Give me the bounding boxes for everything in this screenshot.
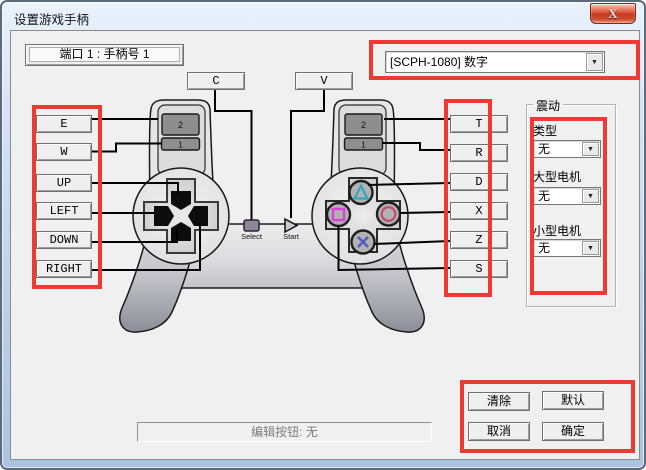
client-area: 端口 1 : 手柄号 1 [SCPH-1080] 数字 ▼ xyxy=(10,30,640,460)
svg-text:1: 1 xyxy=(361,141,366,150)
map-button-v[interactable]: V xyxy=(295,72,353,90)
map-button-down[interactable]: DOWN xyxy=(36,231,92,249)
pad-type-value: [SCPH-1080] 数字 xyxy=(390,55,489,69)
vibration-type-label: 类型 xyxy=(533,124,558,138)
map-button-d[interactable]: D xyxy=(450,173,508,191)
map-button-t[interactable]: T xyxy=(450,115,508,133)
svg-text:Start: Start xyxy=(283,232,300,241)
cross-button xyxy=(350,229,376,255)
dropdown-arrow-icon[interactable]: ▼ xyxy=(582,241,599,255)
large-motor-label: 大型电机 xyxy=(533,170,582,184)
status-box: 编辑按钮: 无 xyxy=(137,422,432,442)
map-button-w[interactable]: W xyxy=(36,143,92,161)
map-button-up[interactable]: UP xyxy=(36,174,92,192)
r2-button: 2 xyxy=(344,113,383,136)
map-button-x[interactable]: X xyxy=(450,202,508,220)
dpad xyxy=(143,178,219,254)
x-icon xyxy=(357,236,369,248)
small-motor-label: 小型电机 xyxy=(533,224,582,238)
port-label-text: 端口 1 : 手柄号 1 xyxy=(29,47,180,62)
title-bar[interactable]: 设置游戏手柄 X xyxy=(2,2,644,30)
start-button: Start xyxy=(283,217,300,241)
window-title: 设置游戏手柄 xyxy=(14,13,90,27)
dpad-up-button xyxy=(171,191,191,210)
vibration-group: 震动 xyxy=(526,97,616,307)
controller-illustration: 2 1 2 1 xyxy=(92,90,451,333)
large-motor-select[interactable]: 无 ▼ xyxy=(533,187,601,205)
l1-button: 1 xyxy=(160,137,201,151)
dropdown-arrow-icon[interactable]: ▼ xyxy=(582,189,599,203)
dpad-left-button xyxy=(154,206,174,226)
default-button[interactable]: 默认 xyxy=(542,391,604,410)
triangle-button xyxy=(348,179,374,206)
map-button-left[interactable]: LEFT xyxy=(36,202,92,220)
svg-text:2: 2 xyxy=(178,120,183,130)
select-button: Select xyxy=(241,219,263,241)
connector-lines xyxy=(92,90,451,272)
svg-text:Select: Select xyxy=(241,232,263,241)
map-button-right[interactable]: RIGHT xyxy=(36,260,92,278)
status-text: 编辑按钮: 无 xyxy=(251,425,318,439)
svg-text:2: 2 xyxy=(361,120,366,130)
map-button-r[interactable]: R xyxy=(450,144,508,162)
circle-icon xyxy=(380,206,397,222)
close-icon: X xyxy=(608,6,618,21)
large-motor-value: 无 xyxy=(538,189,551,203)
pad-type-select[interactable]: [SCPH-1080] 数字 ▼ xyxy=(385,51,605,73)
r1-button: 1 xyxy=(343,137,384,151)
dropdown-arrow-icon[interactable]: ▼ xyxy=(582,142,599,156)
vibration-type-select[interactable]: 无 ▼ xyxy=(533,140,601,158)
small-motor-select[interactable]: 无 ▼ xyxy=(533,239,601,257)
square-button xyxy=(325,201,352,228)
l2-button: 2 xyxy=(161,113,200,136)
cancel-button[interactable]: 取消 xyxy=(468,422,530,441)
map-button-c[interactable]: C xyxy=(187,72,245,90)
vibration-type-value: 无 xyxy=(538,142,551,156)
shape-buttons xyxy=(325,177,402,255)
ok-button[interactable]: 确定 xyxy=(542,422,604,441)
map-button-z[interactable]: Z xyxy=(450,231,508,249)
map-button-e[interactable]: E xyxy=(36,115,92,133)
svg-text:1: 1 xyxy=(178,141,183,150)
dpad-right-button xyxy=(188,206,208,226)
square-icon xyxy=(331,207,346,222)
dropdown-arrow-icon[interactable]: ▼ xyxy=(586,53,603,71)
map-button-s[interactable]: S xyxy=(450,260,508,278)
circle-button xyxy=(375,201,402,227)
close-button[interactable]: X xyxy=(590,3,636,24)
triangle-icon xyxy=(352,183,370,200)
clear-button[interactable]: 清除 xyxy=(468,392,530,411)
vibration-group-label: 震动 xyxy=(533,97,564,114)
port-label-box: 端口 1 : 手柄号 1 xyxy=(25,44,184,66)
small-motor-value: 无 xyxy=(538,241,551,255)
